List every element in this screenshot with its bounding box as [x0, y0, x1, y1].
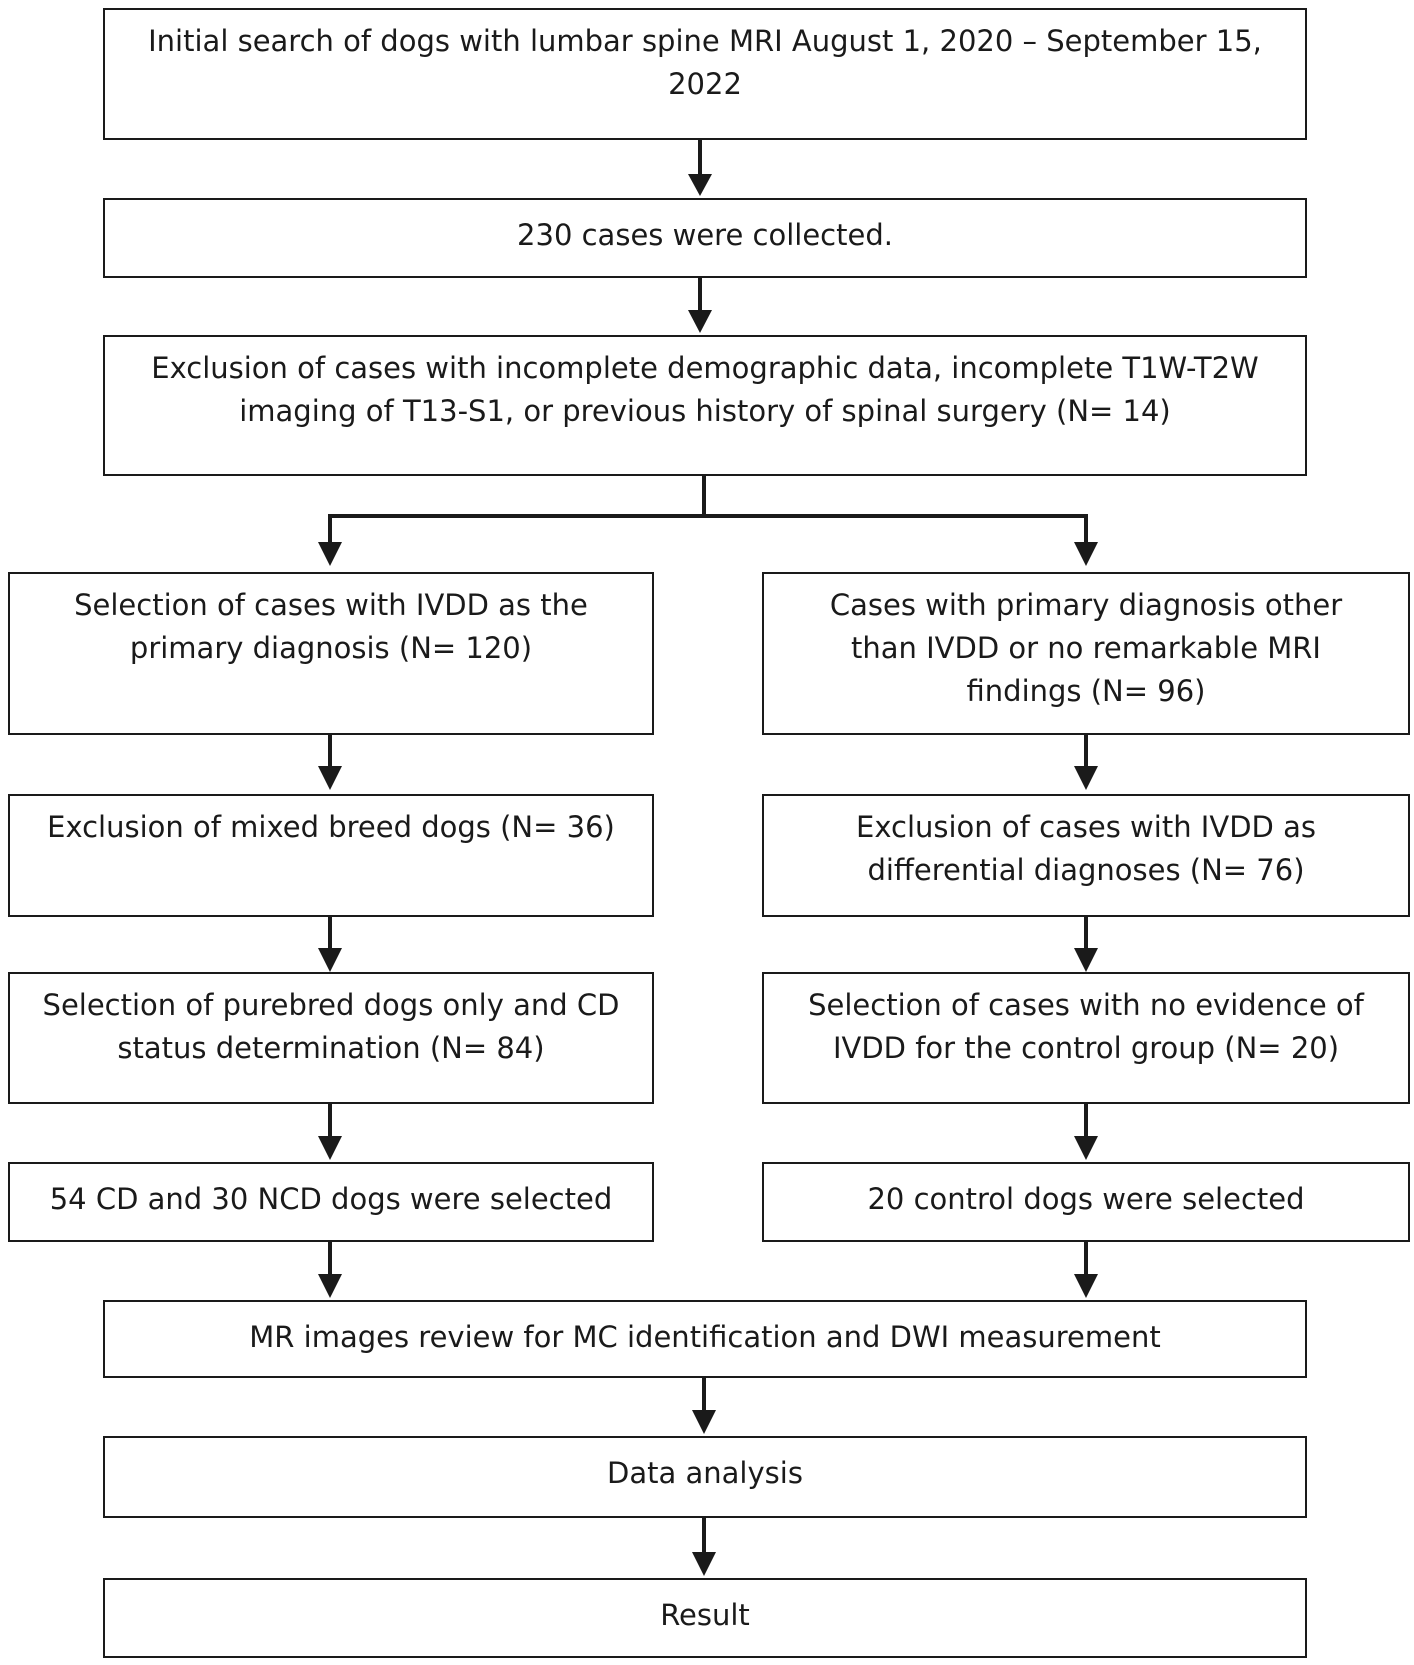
arrowhead-right-1 — [1074, 766, 1098, 790]
box-mr-review-text: MR images review for MC identification a… — [249, 1320, 1161, 1354]
box-data-analysis-text: Data analysis — [607, 1456, 803, 1490]
box-other-diagnosis: Cases with primary diagnosis other than … — [762, 572, 1410, 735]
box-data-analysis: Data analysis — [103, 1436, 1307, 1518]
box-left-selected-text: 54 CD and 30 NCD dogs were selected — [49, 1182, 613, 1216]
box-selection-ivdd-text: Selection of cases with IVDD as the prim… — [74, 588, 588, 665]
arrowhead-left-1 — [318, 766, 342, 790]
arrowhead-collected-to-exclusion — [688, 310, 712, 333]
box-exclusion-differential-text: Exclusion of cases with IVDD as differen… — [856, 810, 1316, 887]
box-left-selected: 54 CD and 30 NCD dogs were selected — [8, 1162, 654, 1242]
box-selection-control: Selection of cases with no evidence of I… — [762, 972, 1410, 1104]
box-result: Result — [103, 1578, 1307, 1658]
box-collected-text: 230 cases were collected. — [517, 218, 893, 252]
box-exclusion-mixed-text: Exclusion of mixed breed dogs (N= 36) — [47, 810, 615, 844]
arrowhead-right-4 — [1074, 1274, 1098, 1298]
box-selection-control-text: Selection of cases with no evidence of I… — [808, 988, 1364, 1065]
box-other-diagnosis-text: Cases with primary diagnosis other than … — [829, 588, 1343, 708]
box-exclusion-incomplete-text: Exclusion of cases with incomplete demog… — [151, 351, 1259, 428]
box-exclusion-mixed: Exclusion of mixed breed dogs (N= 36) — [8, 794, 654, 917]
arrowhead-analysis-to-result — [692, 1552, 716, 1576]
arrowhead-split-right — [1074, 542, 1098, 566]
arrowhead-left-3 — [318, 1136, 342, 1160]
box-selection-purebred: Selection of purebred dogs only and CD s… — [8, 972, 654, 1104]
box-collected: 230 cases were collected. — [103, 198, 1307, 278]
box-initial-search: Initial search of dogs with lumbar spine… — [103, 8, 1307, 140]
box-exclusion-differential: Exclusion of cases with IVDD as differen… — [762, 794, 1410, 917]
box-initial-search-text: Initial search of dogs with lumbar spine… — [148, 24, 1262, 101]
arrowhead-left-4 — [318, 1274, 342, 1298]
arrowhead-search-to-collected — [688, 174, 712, 196]
arrowhead-split-left — [318, 542, 342, 566]
box-right-selected-text: 20 control dogs were selected — [867, 1182, 1305, 1216]
arrowhead-left-2 — [318, 948, 342, 972]
box-exclusion-incomplete: Exclusion of cases with incomplete demog… — [103, 335, 1307, 476]
arrowhead-right-3 — [1074, 1136, 1098, 1160]
box-right-selected: 20 control dogs were selected — [762, 1162, 1410, 1242]
box-mr-review: MR images review for MC identification a… — [103, 1300, 1307, 1378]
box-selection-ivdd: Selection of cases with IVDD as the prim… — [8, 572, 654, 735]
box-result-text: Result — [660, 1598, 750, 1632]
arrowhead-review-to-analysis — [692, 1410, 716, 1434]
box-selection-purebred-text: Selection of purebred dogs only and CD s… — [42, 988, 620, 1065]
arrowhead-right-2 — [1074, 948, 1098, 972]
